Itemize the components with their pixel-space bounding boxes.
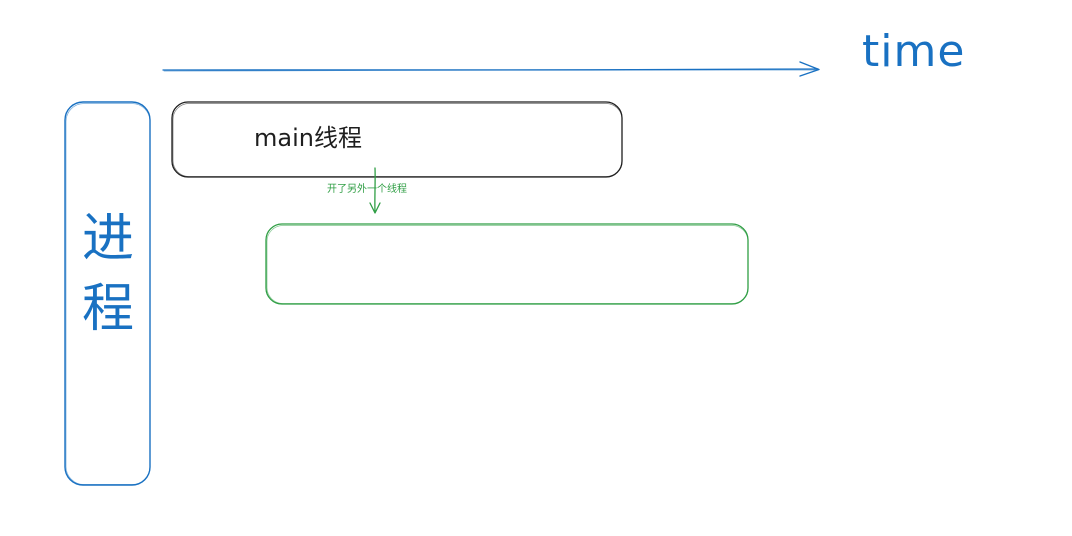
- time-axis-arrow: [162, 61, 820, 77]
- spawn-arrow-label: 开了另外一个线程: [327, 184, 407, 195]
- time-axis-label: time: [862, 26, 966, 77]
- main-thread-box: [171, 101, 623, 178]
- main-thread-label: main线程: [254, 124, 362, 152]
- spawn-arrow: [369, 167, 381, 214]
- process-label: 进程: [81, 209, 134, 339]
- second-thread-box: [265, 223, 749, 305]
- process-box: [64, 101, 151, 486]
